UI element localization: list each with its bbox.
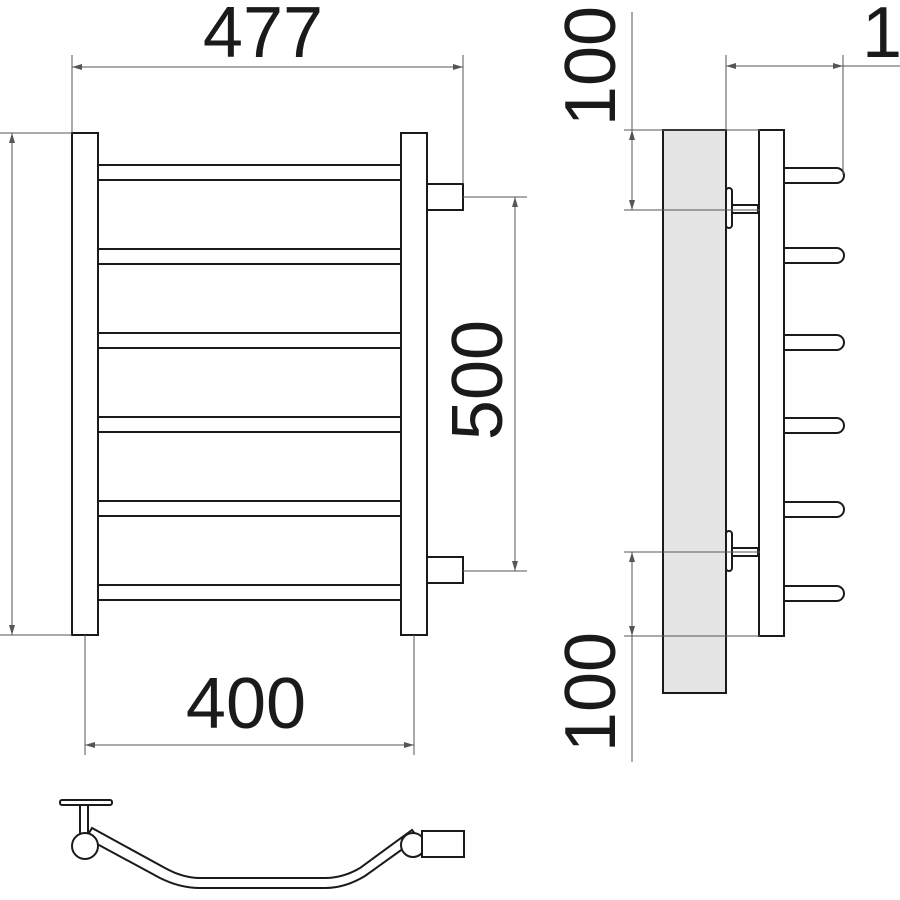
- rungs: [87, 164, 411, 601]
- rung-profile: [775, 585, 845, 602]
- wall-clearance-label: 13: [862, 0, 900, 73]
- rung-profile: [775, 247, 845, 264]
- upright-profile: [758, 129, 785, 637]
- rung: [87, 332, 411, 349]
- rung-profiles: [775, 167, 845, 602]
- front-view: [71, 132, 464, 636]
- right-upright: [400, 132, 428, 636]
- dimension-connection-distance: 500: [438, 196, 527, 572]
- rung-profile: [775, 167, 845, 184]
- rung-profile: [775, 334, 845, 351]
- rung-profile: [775, 417, 845, 434]
- side-view: [662, 129, 845, 694]
- top-connection-stub: [426, 183, 464, 211]
- rung-profile: [775, 501, 845, 518]
- bottom-offset-label: 100: [551, 632, 631, 752]
- dimension-tube-center-width: 400: [84, 635, 415, 755]
- bottom-wall-bracket: [725, 530, 759, 572]
- rung: [87, 584, 411, 601]
- bottom-connection-stub: [426, 556, 464, 584]
- rung: [87, 416, 411, 433]
- overall-width-label: 477: [203, 0, 323, 73]
- rung: [87, 248, 411, 265]
- dimension-overall-width: 477: [71, 0, 464, 184]
- top-view-connection-stub: [421, 830, 465, 858]
- dimension-wall-clearance: 13: [725, 0, 900, 175]
- top-view: [59, 799, 465, 889]
- dimension-overall-height: [0, 132, 72, 636]
- rung: [87, 164, 411, 181]
- connection-distance-label: 500: [438, 320, 518, 440]
- dimension-bottom-offset: 100: [551, 551, 760, 762]
- top-offset-label: 100: [551, 6, 631, 126]
- left-upright: [71, 132, 99, 636]
- tube-center-width-label: 400: [186, 664, 306, 744]
- wall-section: [662, 129, 727, 694]
- rung: [87, 500, 411, 517]
- top-view-rung-curve: [84, 826, 420, 889]
- top-wall-bracket: [725, 187, 759, 229]
- dimension-top-offset: 100: [551, 6, 760, 211]
- top-view-left-joint: [71, 832, 99, 860]
